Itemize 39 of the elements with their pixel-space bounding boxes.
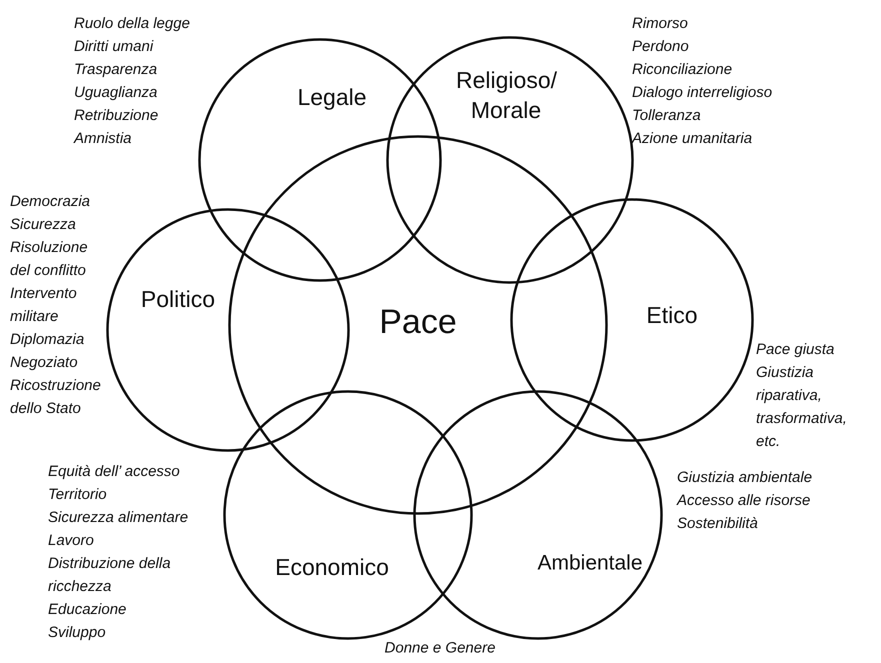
- list-item: Educazione: [48, 600, 128, 620]
- list-item: Ruolo della legge: [74, 14, 191, 34]
- circle-label: Religioso/ Morale: [456, 66, 556, 125]
- list-item: Distribuzione della ricchezza: [48, 554, 172, 597]
- list-item: Equità dell’ accesso: [48, 462, 181, 482]
- list-item: Uguaglianza: [74, 83, 158, 103]
- list-item: Sicurezza alimentare: [48, 508, 190, 528]
- list-item: Sviluppo: [48, 623, 107, 643]
- list-item: Pace giusta: [756, 340, 836, 360]
- list-item: Tolleranza: [632, 106, 702, 126]
- list-item: Sostenibilità: [677, 514, 759, 534]
- list-item: Democrazia: [10, 192, 92, 212]
- circle-label: Economico: [275, 553, 389, 582]
- list-item: Sicurezza: [10, 215, 77, 235]
- list-item: Territorio: [48, 485, 108, 505]
- circle-label: Etico: [646, 301, 698, 330]
- circle-label: Legale: [297, 83, 367, 112]
- list-item: Giustizia ambientale: [677, 468, 814, 488]
- list-item: Risoluzione del conflitto: [10, 238, 89, 281]
- list-item: Riconciliazione: [632, 60, 734, 80]
- list-item: Dialogo interreligioso: [632, 83, 774, 103]
- list-item: Trasparenza: [74, 60, 158, 80]
- list-item: Rimorso: [632, 14, 689, 34]
- list-item: Giustizia riparativa, trasformativa, etc.: [756, 363, 848, 452]
- list-item: Retribuzione: [74, 106, 160, 126]
- list-item: Intervento militare: [10, 284, 78, 327]
- list-item: Lavoro: [48, 531, 95, 551]
- list-item: Accesso alle risorse: [677, 491, 812, 511]
- list-item: Amnistia: [74, 129, 133, 149]
- list-item: Diritti umani: [74, 37, 154, 57]
- text-label: Donne e Genere: [384, 638, 496, 658]
- circle-label: Ambientale: [537, 550, 643, 576]
- circle-label: Pace: [379, 302, 457, 343]
- list-item: Diplomazia: [10, 330, 86, 350]
- list-item: Perdono: [632, 37, 690, 57]
- list-item: Negoziato: [10, 353, 79, 373]
- circle-label: Politico: [140, 285, 216, 314]
- list-item: Ricostruzione dello Stato: [10, 376, 102, 419]
- list-item: Azione umanitaria: [632, 129, 754, 149]
